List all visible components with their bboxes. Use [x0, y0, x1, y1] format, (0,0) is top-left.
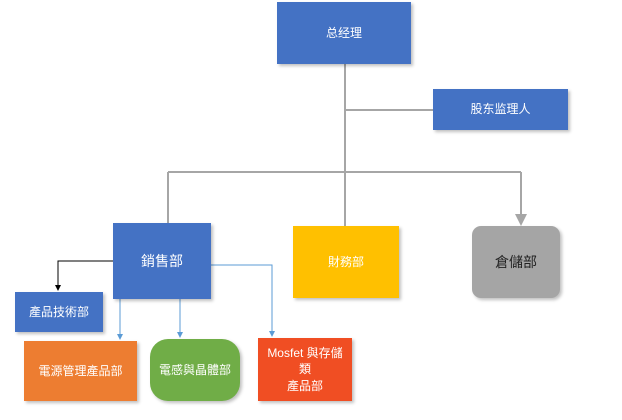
node-inductor-crystal-label: 電感與晶體部 [158, 362, 231, 377]
node-finance: 財務部 [293, 226, 399, 298]
node-warehouse: 倉儲部 [472, 226, 560, 298]
node-shareholder-supervisor-label: 股东监理人 [470, 102, 531, 117]
node-power-management-label: 電源管理產品部 [38, 363, 123, 378]
node-mosfet-storage-line2: 產品部 [286, 378, 323, 393]
node-mosfet-storage-line1: Mosfet 與存儲類 [267, 346, 343, 377]
node-finance-label: 財務部 [327, 254, 364, 269]
node-inductor-crystal: 電感與晶體部 [150, 339, 240, 401]
node-sales-label: 銷售部 [141, 252, 183, 269]
node-power-management: 電源管理產品部 [24, 341, 137, 401]
connector-sales-to-tech [55, 260, 113, 291]
node-product-tech-label: 產品技術部 [28, 304, 89, 319]
node-sales: 銷售部 [113, 223, 211, 299]
node-mosfet-storage: Mosfet 與存儲類 產品部 [258, 338, 352, 401]
node-ceo: 总经理 [277, 2, 411, 64]
node-warehouse-label: 倉儲部 [495, 253, 537, 270]
connector-sales-to-mosfet [211, 264, 275, 337]
node-mosfet-storage-label: Mosfet 與存儲類 產品部 [258, 345, 352, 394]
node-shareholder-supervisor: 股东监理人 [433, 89, 568, 130]
node-ceo-label: 总经理 [325, 25, 362, 40]
node-product-tech: 產品技術部 [15, 292, 103, 332]
